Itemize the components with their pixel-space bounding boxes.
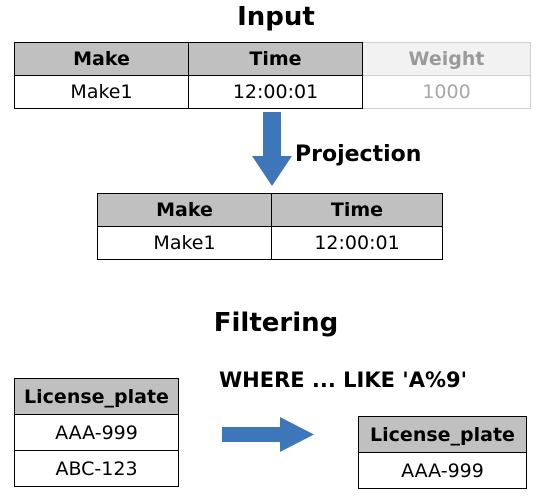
projection-cell-time: 12:00:01 [271, 226, 443, 260]
source-plate-cell: AAA-999 [14, 414, 179, 451]
projection-label: Projection [295, 142, 422, 167]
result-plate-row: AAA-999 [358, 452, 527, 489]
input-cell-make: Make1 [14, 75, 189, 109]
input-header-make: Make [14, 42, 189, 76]
result-plate-cell: AAA-999 [358, 452, 527, 489]
source-plate-header: License_plate [14, 378, 179, 415]
input-table-row: Make1 12:00:01 1000 [14, 75, 531, 109]
result-plate-header-row: License_plate [358, 416, 527, 453]
input-header-weight: Weight [362, 42, 531, 76]
source-plate-row: AAA-999 [14, 414, 179, 451]
projection-header-make: Make [97, 193, 272, 227]
projection-header-time: Time [271, 193, 443, 227]
filter-condition-label: WHERE ... LIKE 'A%9' [219, 368, 468, 392]
input-table: Make Time Weight Make1 12:00:01 1000 [14, 42, 531, 109]
source-plate-row: ABC-123 [14, 450, 179, 487]
result-plate-table: License_plate AAA-999 [358, 416, 527, 489]
down-arrow-icon [252, 112, 292, 186]
source-plate-table: License_plate AAA-999 ABC-123 [14, 378, 179, 487]
projection-table-row: Make1 12:00:01 [97, 226, 443, 260]
source-plate-header-row: License_plate [14, 378, 179, 415]
filtering-title: Filtering [213, 308, 339, 338]
projection-cell-make: Make1 [97, 226, 272, 260]
input-cell-time: 12:00:01 [188, 75, 363, 109]
input-table-header-row: Make Time Weight [14, 42, 531, 76]
result-plate-header: License_plate [358, 416, 527, 453]
input-cell-weight: 1000 [362, 75, 531, 109]
right-arrow-icon [222, 417, 314, 452]
input-title: Input [237, 2, 315, 32]
projection-table-header-row: Make Time [97, 193, 443, 227]
input-header-time: Time [188, 42, 363, 76]
projection-table: Make Time Make1 12:00:01 [97, 193, 443, 260]
source-plate-cell: ABC-123 [14, 450, 179, 487]
